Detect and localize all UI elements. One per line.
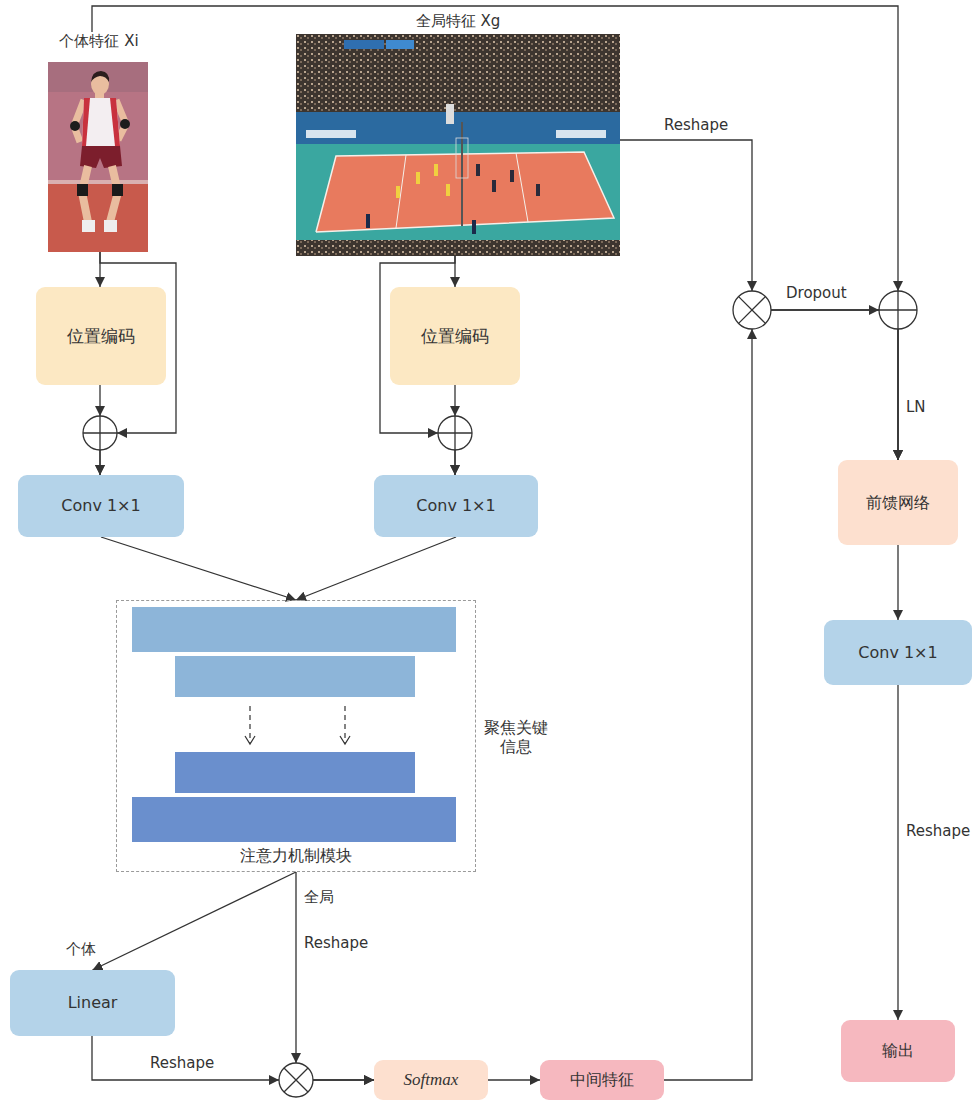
node-label: 前馈网络 xyxy=(866,493,930,512)
connector-arrow xyxy=(897,685,898,1020)
edge-label: Reshape xyxy=(906,822,970,840)
connector-arrow xyxy=(897,545,898,620)
add-operator xyxy=(879,291,917,329)
process-box: 中间特征 xyxy=(540,1060,664,1100)
add-operator xyxy=(83,416,117,450)
multiply-operator xyxy=(279,1063,313,1097)
node-label: 输出 xyxy=(882,1041,914,1060)
process-box: Conv 1×1 xyxy=(374,475,538,537)
node-label: 中间特征 xyxy=(570,1070,634,1089)
connector-arrow xyxy=(620,140,898,460)
output-box: 输出 xyxy=(841,1020,955,1082)
image-node: 全局特征 Xg xyxy=(296,12,620,256)
process-box: 位置编码 xyxy=(390,287,520,385)
node-label: Conv 1×1 xyxy=(61,496,140,515)
edge-label: Reshape xyxy=(664,116,728,134)
process-box: Conv 1×1 xyxy=(824,620,972,685)
court-photo xyxy=(296,34,620,256)
connector-arrow xyxy=(92,1036,374,1080)
flow-label: LN xyxy=(906,398,926,416)
node-label: Conv 1×1 xyxy=(858,643,937,662)
process-box: Linear xyxy=(10,970,175,1036)
connector-arrow xyxy=(488,1079,540,1080)
attention-module: 注意力机制模块 xyxy=(116,600,476,872)
node-label: 全局特征 Xg xyxy=(416,12,501,30)
attention-bars xyxy=(132,607,456,842)
node-label: Conv 1×1 xyxy=(416,496,495,515)
connector-arrow xyxy=(296,537,456,600)
connector-arrow xyxy=(92,6,898,460)
add-operator xyxy=(438,416,472,450)
process-box: Conv 1×1 xyxy=(18,475,184,537)
flow-label: Reshape xyxy=(304,934,368,952)
edge-label: Reshape xyxy=(150,1054,214,1072)
node-label: Linear xyxy=(68,993,118,1012)
edge-label: 全局 xyxy=(304,888,334,906)
multiply-operator xyxy=(733,291,771,329)
node-label: Softmax xyxy=(404,1070,459,1090)
process-box: Softmax xyxy=(374,1060,488,1100)
node-label: 位置编码 xyxy=(67,326,135,346)
connector-arrow xyxy=(664,310,898,1080)
process-box: 位置编码 xyxy=(36,287,166,385)
node-label: 个体特征 Xi xyxy=(59,32,138,50)
connector-arrow xyxy=(101,537,296,600)
arrowheads xyxy=(95,281,903,1085)
edge-label: 个体 xyxy=(66,940,96,958)
node-label: 位置编码 xyxy=(421,326,489,346)
node-label: 注意力机制模块 xyxy=(240,846,352,865)
player-photo xyxy=(48,62,148,252)
connector-arrow xyxy=(93,872,297,970)
annotation: 聚焦关键 信息 xyxy=(480,718,552,756)
connector-arrow xyxy=(296,872,374,1080)
flow-label: Dropout xyxy=(786,284,847,302)
image-node: 个体特征 Xi xyxy=(48,32,150,252)
process-box: 前馈网络 xyxy=(838,460,958,545)
